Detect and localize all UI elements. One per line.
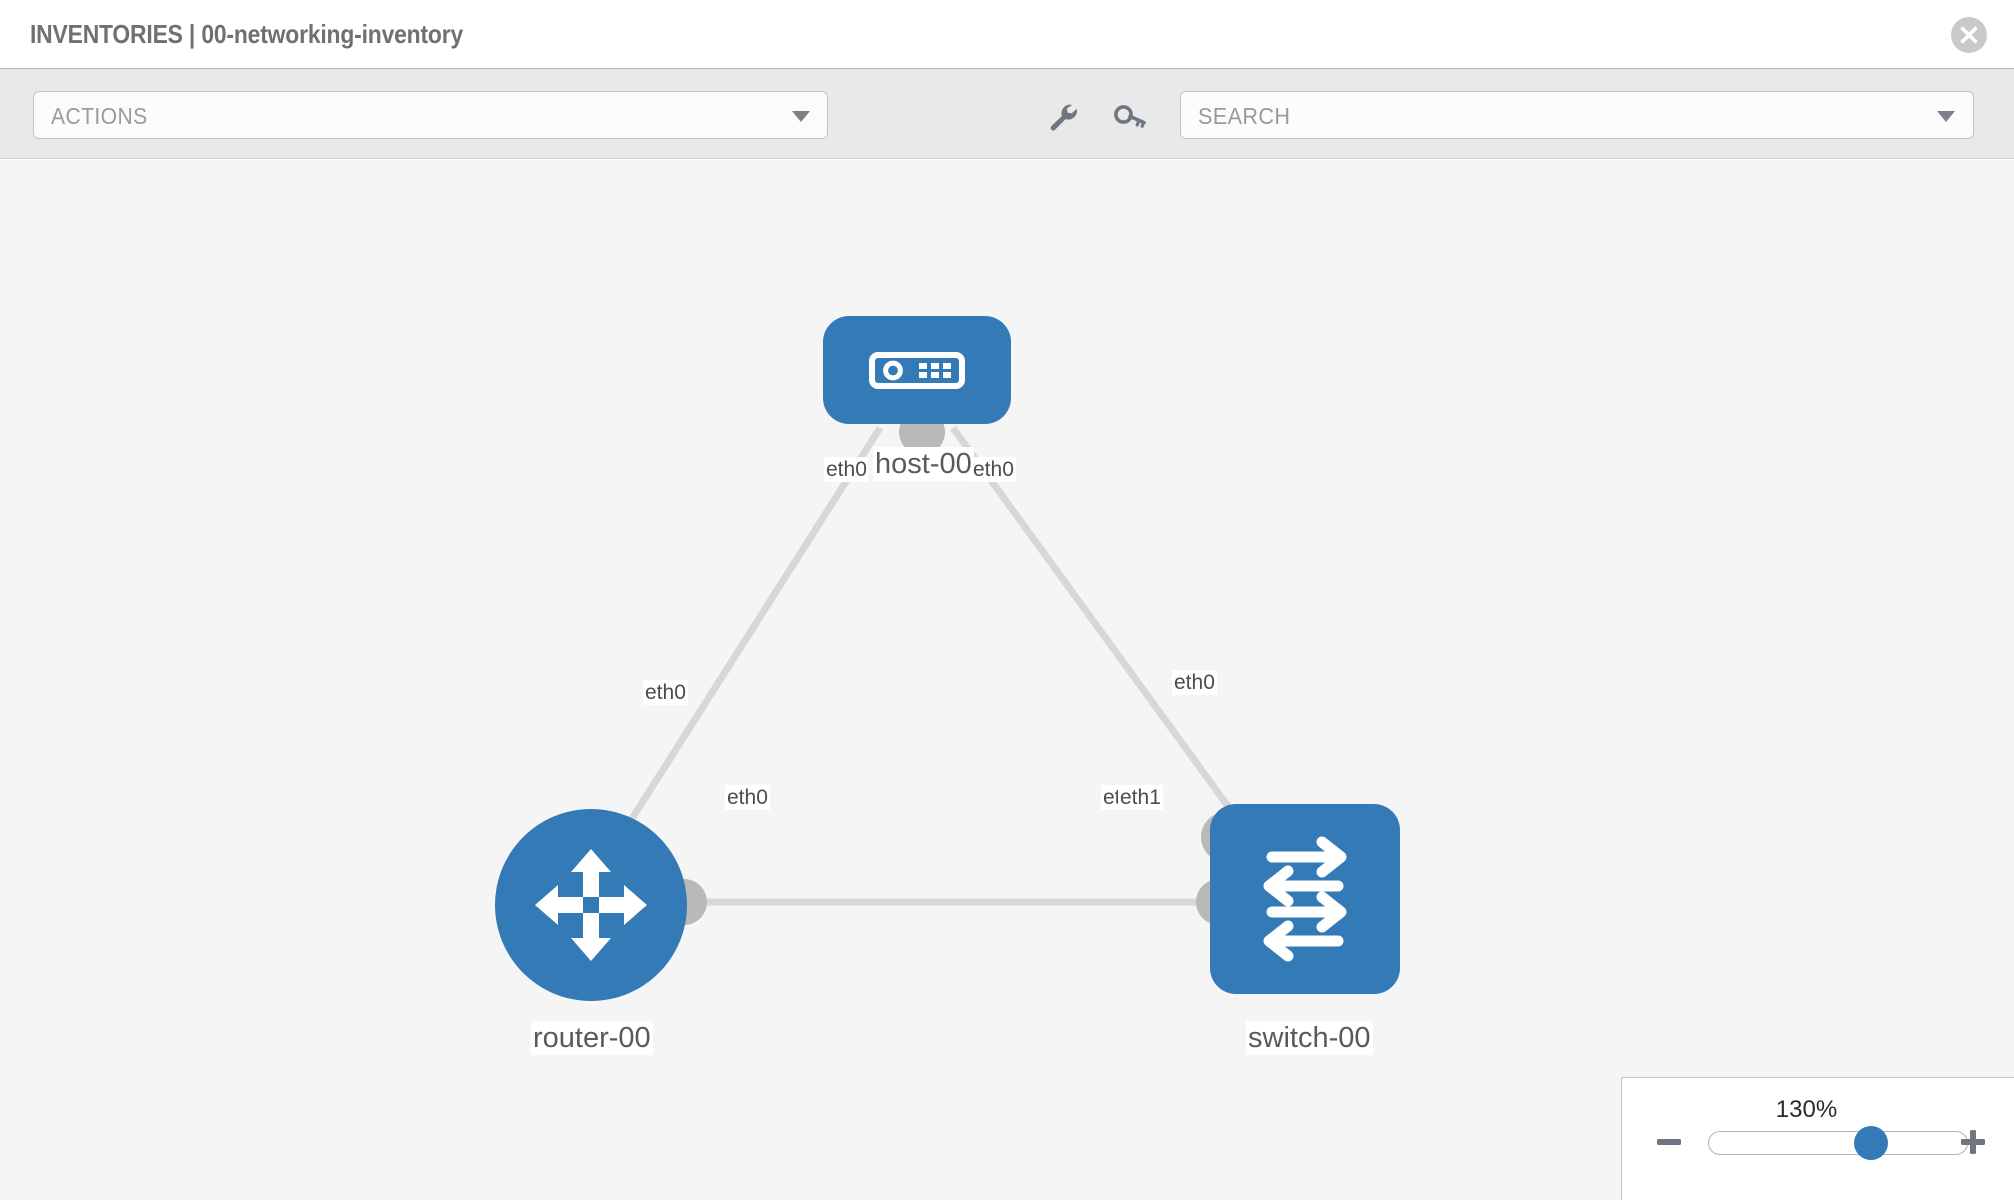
link-host-router <box>623 426 883 830</box>
zoom-control-panel: 130% <box>1621 1077 2014 1200</box>
page-header: INVENTORIES | 00-networking-inventory <box>0 0 2014 69</box>
node-host-00[interactable] <box>823 316 1011 424</box>
zoom-slider-track[interactable] <box>1708 1131 1968 1155</box>
interface-label-router-eth0-mid: eth0 <box>725 785 770 811</box>
node-switch-00[interactable] <box>1210 804 1400 994</box>
link-host-switch <box>950 425 1241 823</box>
server-icon <box>869 352 965 389</box>
close-icon[interactable] <box>1951 17 1987 53</box>
node-label-host-00: host-00 <box>873 447 974 482</box>
search-input[interactable]: SEARCH <box>1180 91 1974 139</box>
zoom-level-value: 130% <box>1775 1096 1838 1123</box>
interface-label-router-eth0-up: eth0 <box>643 680 688 706</box>
actions-dropdown-label: ACTIONS <box>51 103 148 129</box>
wrench-icon[interactable] <box>1047 102 1081 132</box>
plus-icon <box>1961 1130 1985 1154</box>
interface-label-switch-eth0-up: eth0 <box>1172 670 1217 696</box>
chevron-down-icon <box>792 111 810 122</box>
search-placeholder: SEARCH <box>1198 103 1291 129</box>
topology-canvas[interactable]: host-00 router-00 switch-00 eth0 eth0 et… <box>0 160 2014 1200</box>
interface-label-host-eth0-right: eth0 <box>971 457 1016 483</box>
interface-label-switch-eth1-mid: eth1 <box>1118 785 1163 811</box>
zoom-out-button[interactable] <box>1653 1126 1685 1158</box>
zoom-slider-thumb[interactable] <box>1854 1126 1888 1160</box>
switch-arrows-icon <box>1263 836 1347 962</box>
node-router-00[interactable] <box>495 809 687 1001</box>
topology-links <box>623 409 1251 925</box>
page-title: INVENTORIES | 00-networking-inventory <box>30 19 464 49</box>
interface-label-host-eth0-left: eth0 <box>824 457 869 483</box>
actions-dropdown[interactable]: ACTIONS <box>33 91 828 139</box>
minus-icon <box>1657 1139 1681 1145</box>
chevron-down-icon[interactable] <box>1937 111 1955 122</box>
zoom-in-button[interactable] <box>1957 1126 1989 1158</box>
node-label-switch-00: switch-00 <box>1246 1021 1373 1056</box>
router-arrows-icon <box>535 849 647 961</box>
key-icon[interactable] <box>1113 102 1147 132</box>
toolbar: ACTIONS SEARCH <box>0 69 2014 159</box>
node-label-router-00: router-00 <box>531 1021 653 1056</box>
